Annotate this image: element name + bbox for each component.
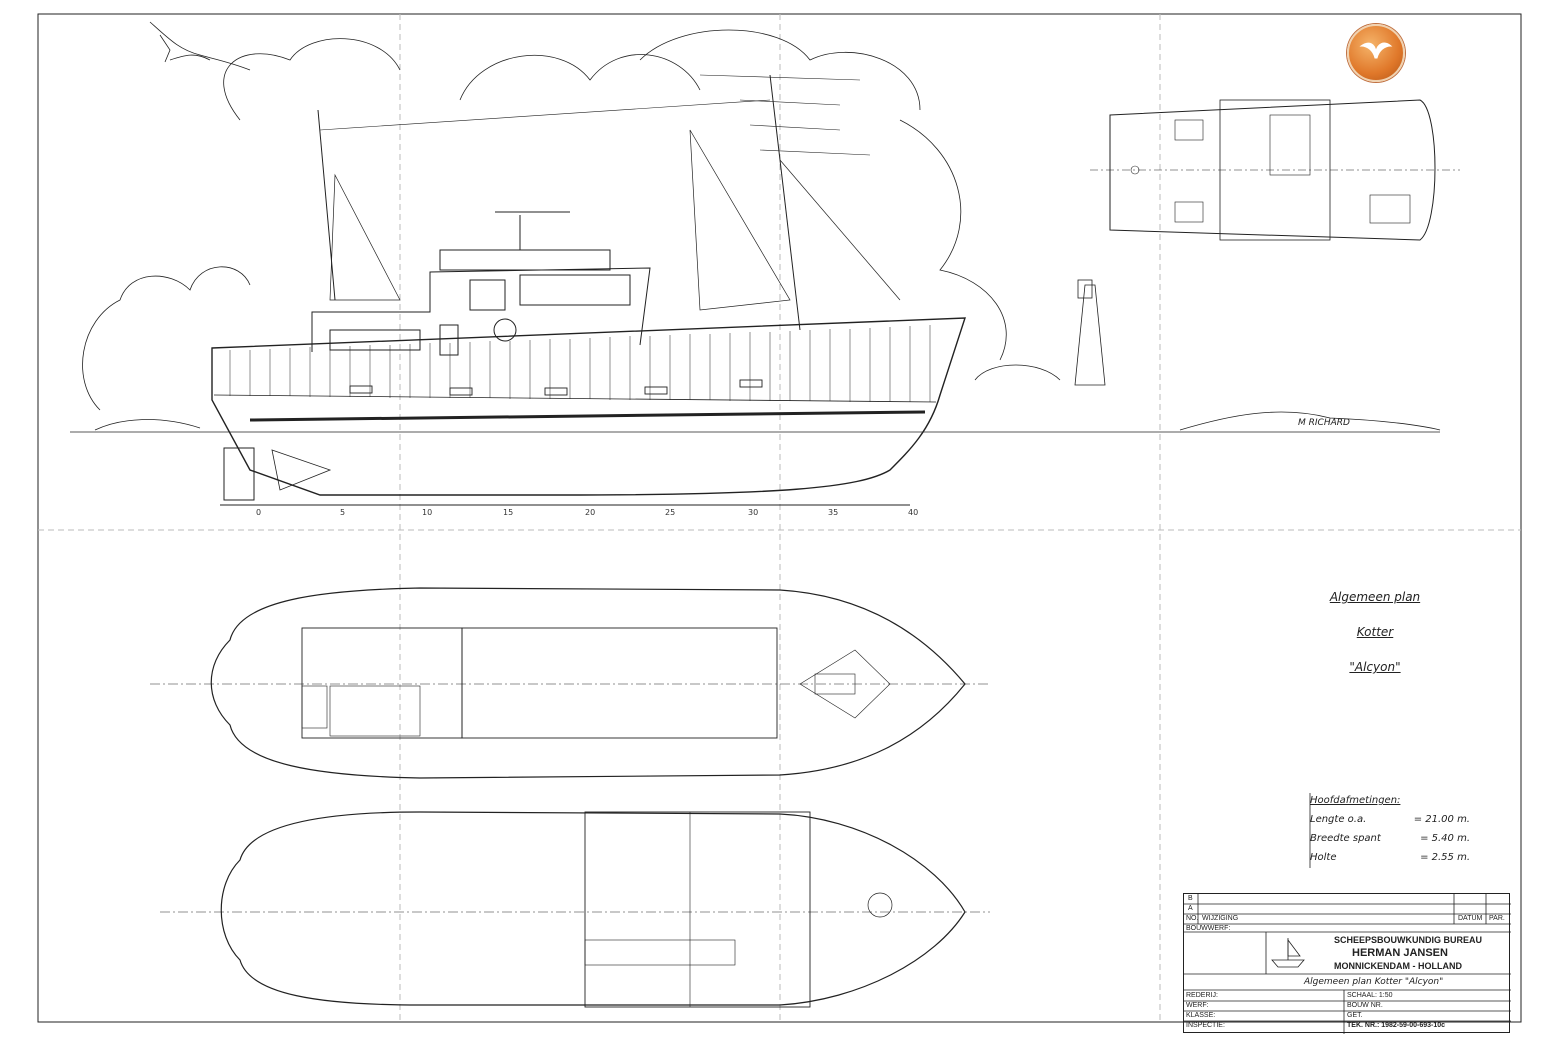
tb-par: PAR. xyxy=(1489,915,1505,922)
tb-datum: DATUM xyxy=(1458,915,1483,922)
deck-plan xyxy=(150,587,990,779)
tb-klasse: KLASSE: xyxy=(1186,1012,1216,1019)
frame-label-profile-5: 5 xyxy=(340,508,345,517)
frame-label-profile-25: 25 xyxy=(665,508,675,517)
frame-label-profile-30: 30 xyxy=(748,508,758,517)
superstructure xyxy=(311,211,651,356)
plan-vessel-name: "Alcyon" xyxy=(1349,660,1401,674)
frame-ticks: 0 5 10 15 20 25 30 35 40 xyxy=(256,508,918,517)
drawing-title-block: B A NO. WIJZIGING DATUM PAR. BOUWWERF: S… xyxy=(1183,893,1511,1034)
hull-profile xyxy=(211,317,966,506)
tb-firm-line3: MONNICKENDAM - HOLLAND xyxy=(1334,961,1462,971)
tb-inspectie: INSPECTIE: xyxy=(1186,1022,1225,1029)
tb-tek-nr: TEK. NR.: 1982-59-00-693-10c xyxy=(1347,1022,1446,1029)
frame-label-profile-10: 10 xyxy=(422,508,432,517)
frame-label-profile-35: 35 xyxy=(828,508,838,517)
dimension-row: Breedte spant= 5.40 m. xyxy=(1310,833,1470,844)
plan-vessel-type: Kotter xyxy=(1356,625,1394,639)
masts xyxy=(317,74,901,331)
frame-label-profile-20: 20 xyxy=(585,508,595,517)
plan-title-block: Algemeen plan Kotter "Alcyon" xyxy=(1320,590,1430,695)
tb-wijziging: WIJZIGING xyxy=(1202,915,1239,922)
frame-label-profile-15: 15 xyxy=(503,508,513,517)
lower-deck-plan xyxy=(160,811,990,1008)
tb-bouw-nr: BOUW NR. xyxy=(1347,1002,1383,1009)
tb-no: NO. xyxy=(1186,915,1199,922)
tb-drawing-title: Algemeen plan Kotter "Alcyon" xyxy=(1304,977,1444,987)
frame-label-profile-40: 40 xyxy=(908,508,918,517)
tb-get: GET. xyxy=(1347,1012,1363,1019)
deckhouse-top-view xyxy=(1090,99,1460,241)
tb-rederij: REDERIJ: xyxy=(1186,992,1218,999)
tb-rev-a: A xyxy=(1188,905,1193,912)
tb-firm-line2: HERMAN JANSEN xyxy=(1352,947,1448,959)
dimension-row: Holte= 2.55 m. xyxy=(1310,852,1470,863)
plan-title: Algemeen plan xyxy=(1329,590,1421,604)
bird-sketch xyxy=(149,21,251,71)
tb-rev-b: B xyxy=(1188,895,1193,902)
main-dimensions: Hoofdafmetingen: Lengte o.a.= 21.00 m. B… xyxy=(1310,795,1470,871)
tb-firm-line1: SCHEEPSBOUWKUNDIG BUREAU xyxy=(1334,935,1483,945)
artist-signature: M RICHARD xyxy=(1298,418,1350,428)
tb-schaal: SCHAAL: 1:50 xyxy=(1347,992,1393,999)
bird-logo-icon xyxy=(1347,24,1405,82)
horizon xyxy=(70,279,1441,433)
dimension-row: Lengte o.a.= 21.00 m. xyxy=(1310,814,1470,825)
clouds xyxy=(82,29,1061,411)
tb-werf: WERF: xyxy=(1186,1002,1209,1009)
tb-bouwwerf: BOUWWERF: xyxy=(1186,925,1231,932)
dimensions-heading: Hoofdafmetingen: xyxy=(1310,795,1401,806)
frame-label-profile-0: 0 xyxy=(256,508,261,517)
